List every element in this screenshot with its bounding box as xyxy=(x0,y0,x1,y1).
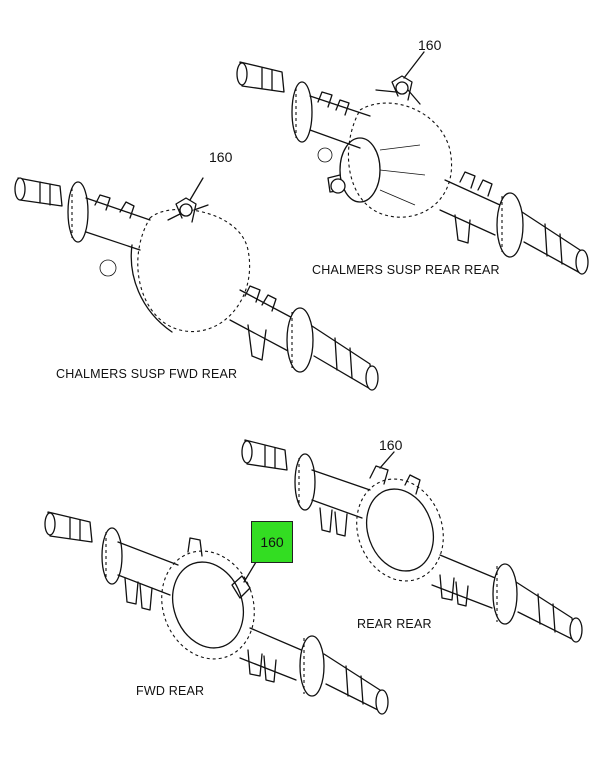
caption-fwd-rear: FWD REAR xyxy=(136,684,205,698)
highlighted-callout-160[interactable]: 160 xyxy=(251,521,293,563)
rear-rear-axle xyxy=(241,439,583,643)
caption-chalmers-rear-rear: CHALMERS SUSP REAR REAR xyxy=(312,263,500,277)
chalmers-rear-rear-axle xyxy=(236,51,589,275)
chalmers-fwd-rear-axle xyxy=(14,177,379,391)
fwd-rear-axle xyxy=(44,511,389,715)
fwd-rear-callout: 160 xyxy=(209,149,233,165)
rear-rear-top-callout: 160 xyxy=(418,37,442,53)
rear-rear-bottom-callout: 160 xyxy=(379,437,403,453)
highlighted-callout-text: 160 xyxy=(260,534,284,550)
caption-rear-rear: REAR REAR xyxy=(357,617,432,631)
caption-chalmers-fwd-rear: CHALMERS SUSP FWD REAR xyxy=(56,367,238,381)
